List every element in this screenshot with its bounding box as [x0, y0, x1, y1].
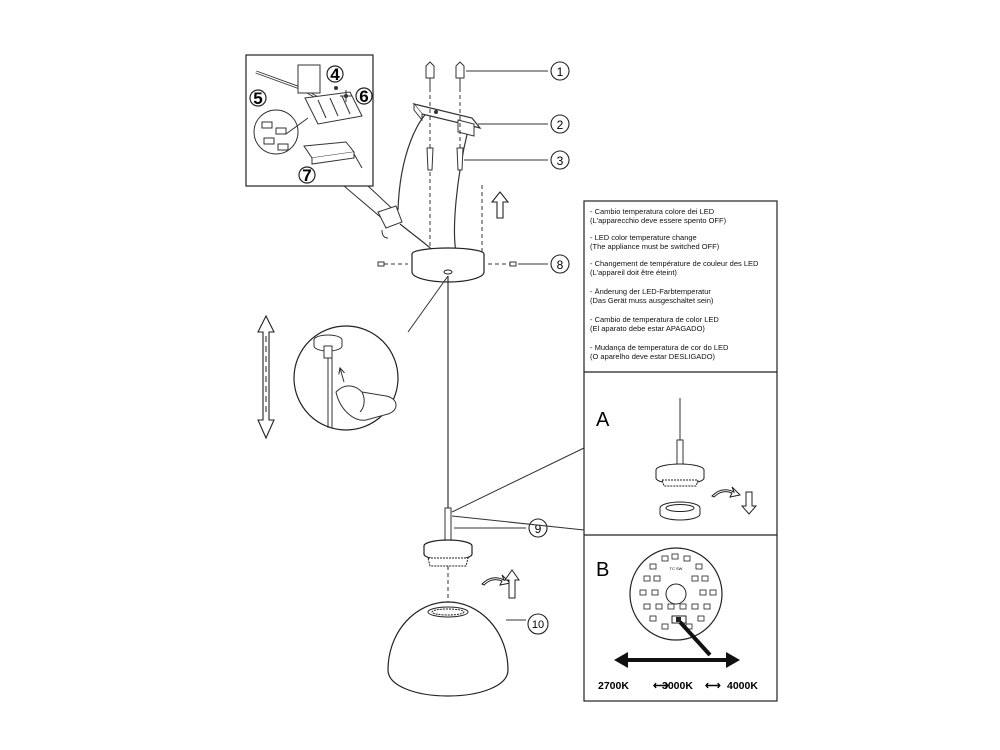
cable-adjust-detail: [293, 325, 399, 431]
svg-text:- Änderung der LED-Farbtempera: - Änderung der LED-Farbtemperatur: [590, 287, 711, 296]
svg-text:(El aparato debe estar APAGADO: (El aparato debe estar APAGADO): [590, 324, 705, 333]
callout-5: 5: [249, 89, 267, 108]
svg-text:9: 9: [535, 522, 542, 536]
svg-text:- LED color temperature change: - LED color temperature change: [590, 233, 697, 242]
svg-text:4: 4: [330, 65, 340, 84]
double-arrow-icon: ⟷: [653, 680, 669, 692]
callout-6: 6: [355, 87, 373, 106]
section-b-label: B: [596, 559, 609, 581]
temp-2700k: 2700K: [598, 680, 629, 692]
svg-text:7: 7: [302, 166, 311, 185]
svg-text:5: 5: [253, 89, 262, 108]
svg-text:2: 2: [557, 118, 564, 132]
svg-text:10: 10: [532, 619, 544, 631]
svg-text:(Das Gerät muss ausgeschaltet: (Das Gerät muss ausgeschaltet sein): [590, 296, 714, 305]
callout-10: 10: [527, 613, 549, 635]
section-a-label: A: [596, 409, 610, 431]
svg-text:- Cambio temperatura colore de: - Cambio temperatura colore dei LED: [590, 207, 715, 216]
instruction-en: - LED color temperature change (The appl…: [590, 233, 720, 251]
junction-connector: [377, 205, 403, 229]
instruction-es: - Cambio de temperatura de color LED (El…: [590, 315, 719, 333]
instruction-de: - Änderung der LED-Farbtemperatur (Das G…: [590, 287, 714, 305]
wall-plugs: [426, 147, 548, 171]
svg-text:(L'appareil doit être éteint): (L'appareil doit être éteint): [590, 268, 677, 277]
canopy: [377, 247, 548, 283]
section-a-illustration: [655, 398, 758, 521]
temperature-scale: 2700K ⟷ 3000K ⟷ 4000K: [598, 680, 758, 692]
callout-7: 7: [298, 166, 316, 185]
svg-text:- Changement de température de: - Changement de température de couleur d…: [590, 259, 759, 268]
callout-1: 1: [550, 61, 570, 81]
svg-text:- Mudança de temperatura de co: - Mudança de temperatura de cor do LED: [590, 343, 729, 352]
instruction-panel: - Cambio temperatura colore dei LED (L'a…: [583, 200, 778, 702]
switch-direction-arrows: [614, 620, 740, 668]
svg-text:(The appliance must be switche: (The appliance must be switched OFF): [590, 242, 720, 251]
instruction-it: - Cambio temperatura colore dei LED (L'a…: [590, 207, 727, 225]
callout-4: 4: [326, 65, 344, 84]
svg-text:8: 8: [557, 258, 564, 272]
svg-text:- Cambio de temperatura de col: - Cambio de temperatura de color LED: [590, 315, 719, 324]
temp-4000k: 4000K: [727, 680, 758, 692]
svg-text:TC SW: TC SW: [670, 566, 683, 571]
instruction-pt: - Mudança de temperatura de cor do LED (…: [590, 343, 729, 361]
instruction-fr: - Changement de température de couleur d…: [590, 259, 759, 277]
svg-text:3: 3: [557, 154, 564, 168]
svg-text:(O aparelho deve estar DESLIGA: (O aparelho deve estar DESLIGADO): [590, 352, 716, 361]
svg-text:(L'apparecchio deve essere spe: (L'apparecchio deve essere spento OFF): [590, 216, 727, 225]
temp-3000k: 3000K: [662, 680, 693, 692]
callout-9: 9: [528, 518, 548, 538]
svg-text:1: 1: [557, 65, 564, 79]
ceiling-bracket: [412, 103, 548, 137]
double-arrow-icon: ⟷: [705, 680, 721, 692]
callout-3: 3: [550, 150, 570, 170]
svg-text:6: 6: [359, 87, 368, 106]
screws: [425, 61, 548, 88]
glass-shade: [387, 601, 526, 697]
callout-2: 2: [550, 114, 570, 134]
adjust-height-arrow-icon: [257, 314, 275, 440]
up-arrow-icon: [490, 191, 510, 219]
up-arrow-small-icon: [504, 569, 520, 599]
rotate-arrow-icon: [481, 574, 512, 586]
led-pcb: TC SW: [629, 547, 723, 641]
wiring-detail-box: 4 5 6 7: [245, 54, 374, 187]
lamp-holder: [423, 507, 526, 604]
callout-8: 8: [550, 254, 570, 274]
